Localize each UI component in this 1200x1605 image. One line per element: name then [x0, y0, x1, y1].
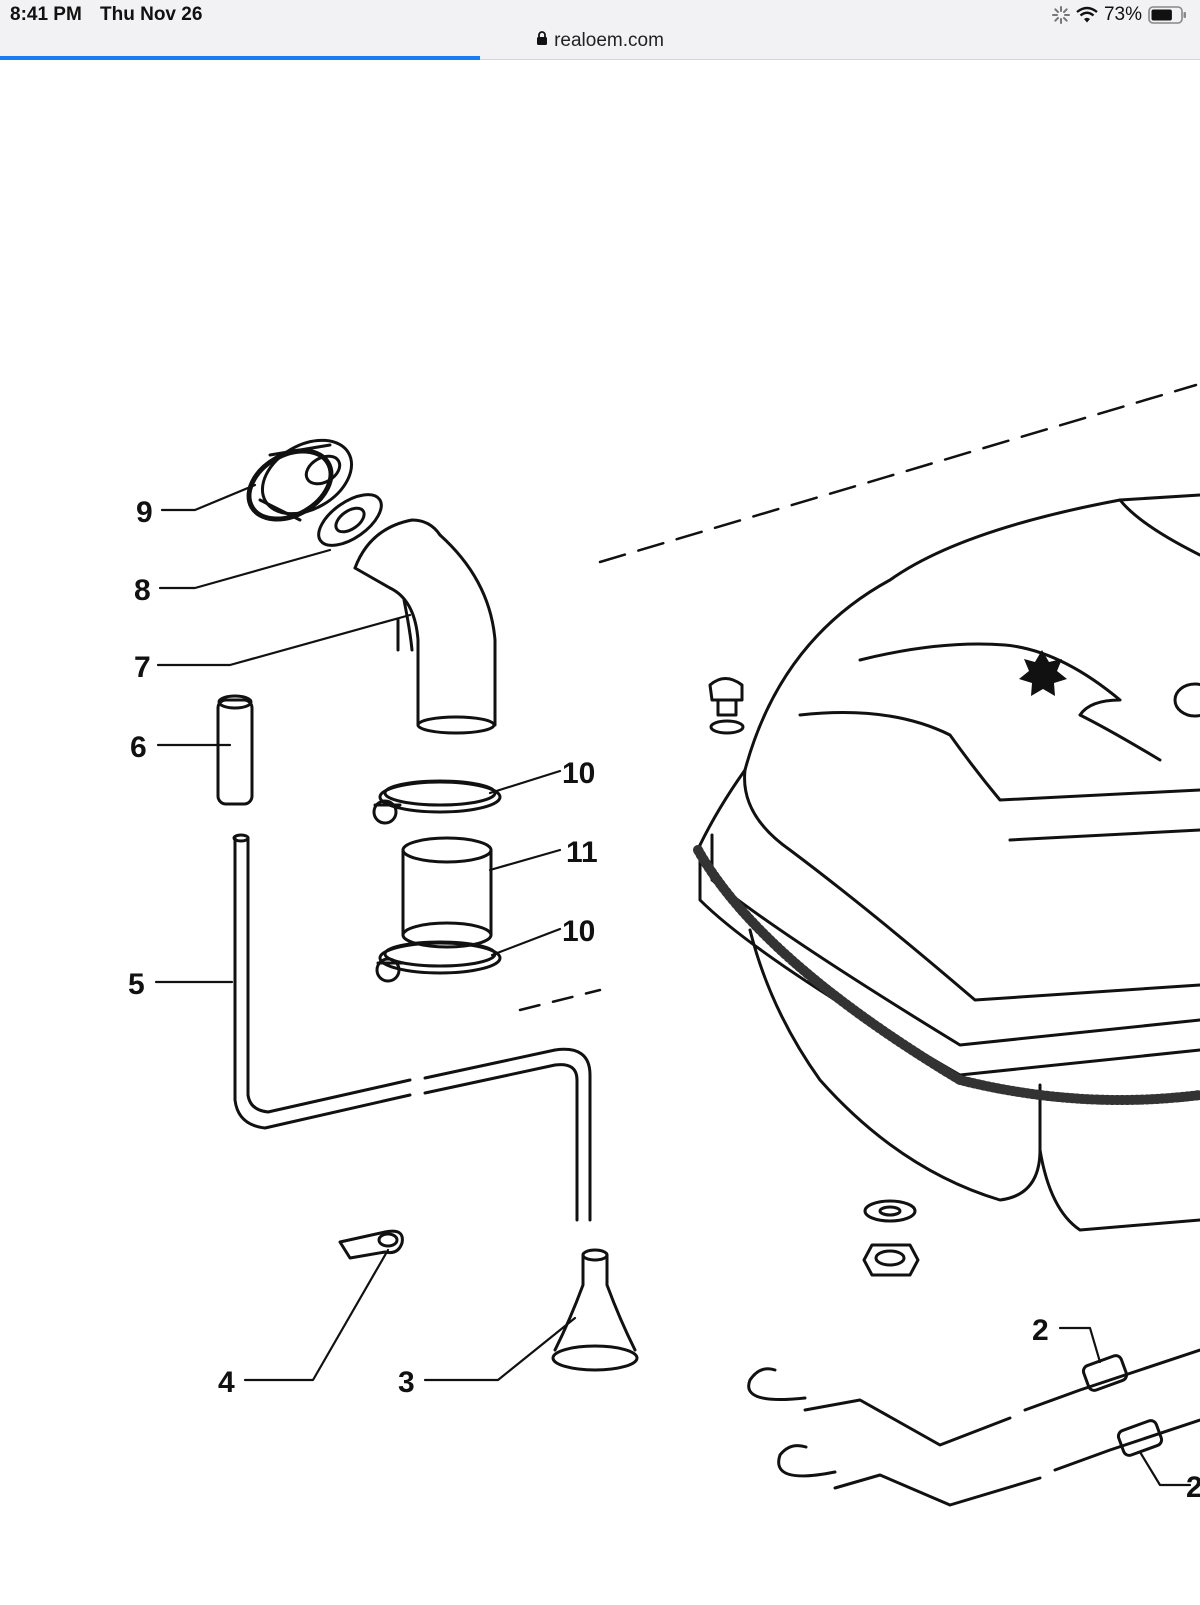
- callout-6: 6: [130, 731, 147, 764]
- dashed-guide-line-lower: [518, 988, 602, 1012]
- callout-8: 8: [134, 574, 151, 607]
- callout-10-lower: 10: [562, 915, 595, 948]
- callout-9: 9: [136, 496, 153, 529]
- part-6-hose: [216, 694, 254, 806]
- parts-diagram: 9 8 7 6 5 4 3 2 2 10 11 10: [128, 383, 1200, 1507]
- battery-percent: 73%: [1103, 4, 1142, 25]
- tank-filler-cap: [1019, 650, 1067, 696]
- url-bar[interactable]: realoem.com: [0, 30, 1200, 52]
- part-2-fuel-lines: [747, 1348, 1200, 1507]
- part-5-vent-tube: [232, 833, 592, 1222]
- callout-labels: 9 8 7 6 5 4 3 2 2 10 11 10: [128, 496, 1200, 1504]
- status-date: Thu Nov 26: [100, 4, 203, 25]
- part-11-coupling: [401, 836, 493, 949]
- callout-2-upper: 2: [1032, 1314, 1049, 1347]
- bolt-upper: [708, 677, 745, 735]
- wifi-icon: [1076, 6, 1098, 24]
- lock-icon: [536, 30, 548, 52]
- fuel-tank: [698, 493, 1200, 1232]
- status-time: 8:41 PM: [10, 4, 82, 25]
- tank-gasket-band: [693, 845, 1200, 1105]
- part-3-grommet: [551, 1248, 639, 1372]
- part-8-gasket: [317, 493, 383, 547]
- url-text: realoem.com: [554, 30, 664, 51]
- page-load-progress: [0, 56, 480, 60]
- part-7-filler-neck: [353, 518, 497, 735]
- callout-4: 4: [218, 1366, 235, 1399]
- part-4-clip: [338, 1229, 404, 1260]
- page-content: 9 8 7 6 5 4 3 2 2 10 11 10: [0, 60, 1200, 1600]
- battery-icon: [1148, 5, 1188, 25]
- callout-5: 5: [128, 968, 145, 1001]
- nut-washer: [862, 1199, 920, 1277]
- callout-3: 3: [398, 1366, 415, 1399]
- loading-icon: [1051, 6, 1070, 24]
- part-9-cap: [246, 438, 354, 522]
- dashed-guide-line: [598, 383, 1198, 564]
- part-10-clamp-upper: [372, 779, 502, 825]
- leader-lines: [154, 483, 1192, 1487]
- callout-11: 11: [566, 836, 598, 869]
- status-bar: 8:41 PM Thu Nov 26 73%: [0, 0, 1200, 60]
- callout-2-lower: 2: [1186, 1471, 1200, 1504]
- status-indicators: 73%: [1051, 4, 1188, 26]
- callout-7: 7: [134, 651, 151, 684]
- callout-10-upper: 10: [562, 757, 595, 790]
